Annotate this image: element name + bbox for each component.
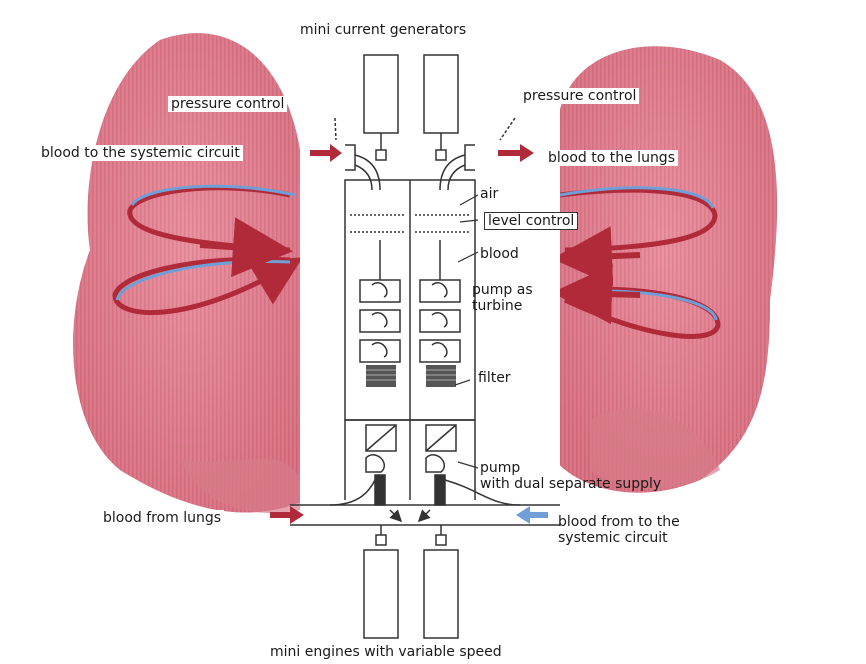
label-pump-as-turbine: pump as turbine (472, 282, 533, 314)
right-lung (555, 46, 777, 492)
label-level-control: level control (484, 212, 578, 230)
label-pump-dual-supply: pump with dual separate supply (480, 460, 661, 492)
label-filter: filter (478, 370, 511, 386)
label-pressure-control-right: pressure control (520, 88, 639, 104)
label-blood-to-systemic: blood to the systemic circuit (38, 145, 243, 161)
label-mini-current-generators: mini current generators (300, 22, 466, 38)
label-blood-from-lungs: blood from lungs (100, 510, 224, 526)
label-blood-to-lungs: blood to the lungs (545, 150, 678, 166)
label-mini-engines: mini engines with variable speed (270, 644, 502, 660)
label-air: air (480, 186, 498, 202)
label-pressure-control-left: pressure control (168, 96, 287, 112)
label-blood: blood (480, 246, 519, 262)
label-blood-from-systemic: blood from to the systemic circuit (558, 514, 680, 546)
